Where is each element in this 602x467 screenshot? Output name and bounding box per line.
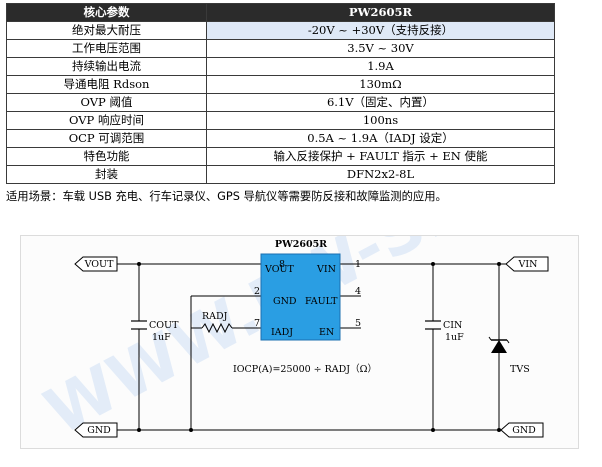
- cout-name-label: COUT: [149, 320, 179, 331]
- table-cell-value: 100ns: [206, 111, 555, 130]
- chip-name: PW2605R: [275, 239, 327, 250]
- circuit-diagram: WWW.PW-SEMI.COM: [20, 235, 579, 449]
- pin-gnd-label: GND: [273, 296, 297, 307]
- table-cell-value: 3.5V ~ 30V: [206, 39, 555, 58]
- table-cell-param: 工作电压范围: [6, 39, 207, 58]
- pin-fault-label: FAULT: [305, 296, 338, 307]
- table-cell-param: OCP 可调范围: [6, 129, 207, 148]
- circuit-svg: WWW.PW-SEMI.COM: [34, 236, 578, 448]
- table-header-model: PW2605R: [206, 3, 555, 22]
- pin-iadj-label: IADJ: [271, 327, 293, 338]
- table-cell-value: DFN2x2-8L: [206, 165, 555, 184]
- vout-port-label: VOUT: [84, 259, 114, 270]
- table-row: 工作电压范围 3.5V ~ 30V: [6, 39, 555, 58]
- table-row: 特色功能 输入反接保护 + FAULT 指示 + EN 使能: [6, 147, 555, 166]
- table-cell-value: 0.5A ~ 1.9A（IADJ 设定）: [206, 129, 555, 148]
- pin-en-label: EN: [319, 327, 334, 338]
- tvs-diode: [488, 336, 510, 353]
- cin-value-label: 1uF: [445, 332, 464, 343]
- table-row: 导通电阻 Rdson 130mΩ: [6, 75, 555, 94]
- pin-4-number: 4: [355, 286, 361, 297]
- chip-body: [260, 253, 341, 341]
- table-cell-value: -20V ~ +30V（支持反接）: [206, 21, 555, 40]
- vin-port-label: VIN: [518, 259, 538, 270]
- table-row: OVP 响应时间 100ns: [6, 111, 555, 130]
- pin-8-number: 8: [279, 259, 285, 270]
- pin-2-number: 2: [254, 286, 260, 297]
- vin-port: [505, 256, 549, 272]
- cout-capacitor: [131, 320, 147, 330]
- table-row: 绝对最大耐压 -20V ~ +30V（支持反接）: [6, 21, 555, 40]
- pin-5-number: 5: [355, 318, 361, 329]
- table-cell-param: 导通电阻 Rdson: [6, 75, 207, 94]
- table-header-param: 核心参数: [6, 3, 207, 22]
- table-cell-value: 6.1V（固定、内置）: [206, 93, 555, 112]
- gnd-port-right: [500, 422, 544, 438]
- table-cell-value: 1.9A: [206, 57, 555, 76]
- pin-vout-label: VOUT: [264, 264, 294, 275]
- gnd-port-label-right: GND: [512, 425, 536, 436]
- table-cell-param: OVP 响应时间: [6, 111, 207, 130]
- pin-7-number: 7: [254, 318, 260, 329]
- vout-port: [74, 256, 118, 272]
- application-note: 适用场景：车载 USB 充电、行车记录仪、GPS 导航仪等需要防反接和故障监测的…: [6, 190, 447, 203]
- gnd-port-left: [74, 422, 118, 438]
- iocp-formula: IOCP(A)=25000 ÷ RADJ（Ω）: [233, 363, 377, 375]
- pin-vin-label: VIN: [316, 264, 336, 275]
- table-row: OCP 可调范围 0.5A ~ 1.9A（IADJ 设定）: [6, 129, 555, 148]
- table-cell-param: 封装: [6, 165, 207, 184]
- spec-table: 核心参数 PW2605R 绝对最大耐压 -20V ~ +30V（支持反接） 工作…: [6, 3, 555, 184]
- table-cell-value: 输入反接保护 + FAULT 指示 + EN 使能: [206, 147, 555, 166]
- table-cell-param: 绝对最大耐压: [6, 21, 207, 40]
- table-cell-param: 特色功能: [6, 147, 207, 166]
- pin-1-number: 1: [355, 259, 361, 270]
- tvs-label: TVS: [510, 364, 530, 375]
- cout-value-label: 1uF: [152, 332, 171, 343]
- cin-capacitor: [425, 320, 441, 330]
- table-header-row: 核心参数 PW2605R: [6, 3, 555, 22]
- table-cell-param: 持续输出电流: [6, 57, 207, 76]
- table-cell-param: OVP 阈值: [6, 93, 207, 112]
- table-cell-value: 130mΩ: [206, 75, 555, 94]
- table-row: 持续输出电流 1.9A: [6, 57, 555, 76]
- table-row: 封装 DFN2x2-8L: [6, 165, 555, 184]
- gnd-port-label-left: GND: [87, 425, 111, 436]
- radj-resistor: [201, 322, 233, 334]
- table-row: OVP 阈值 6.1V（固定、内置）: [6, 93, 555, 112]
- radj-label: RADJ: [202, 311, 228, 322]
- cin-name-label: CIN: [443, 320, 462, 331]
